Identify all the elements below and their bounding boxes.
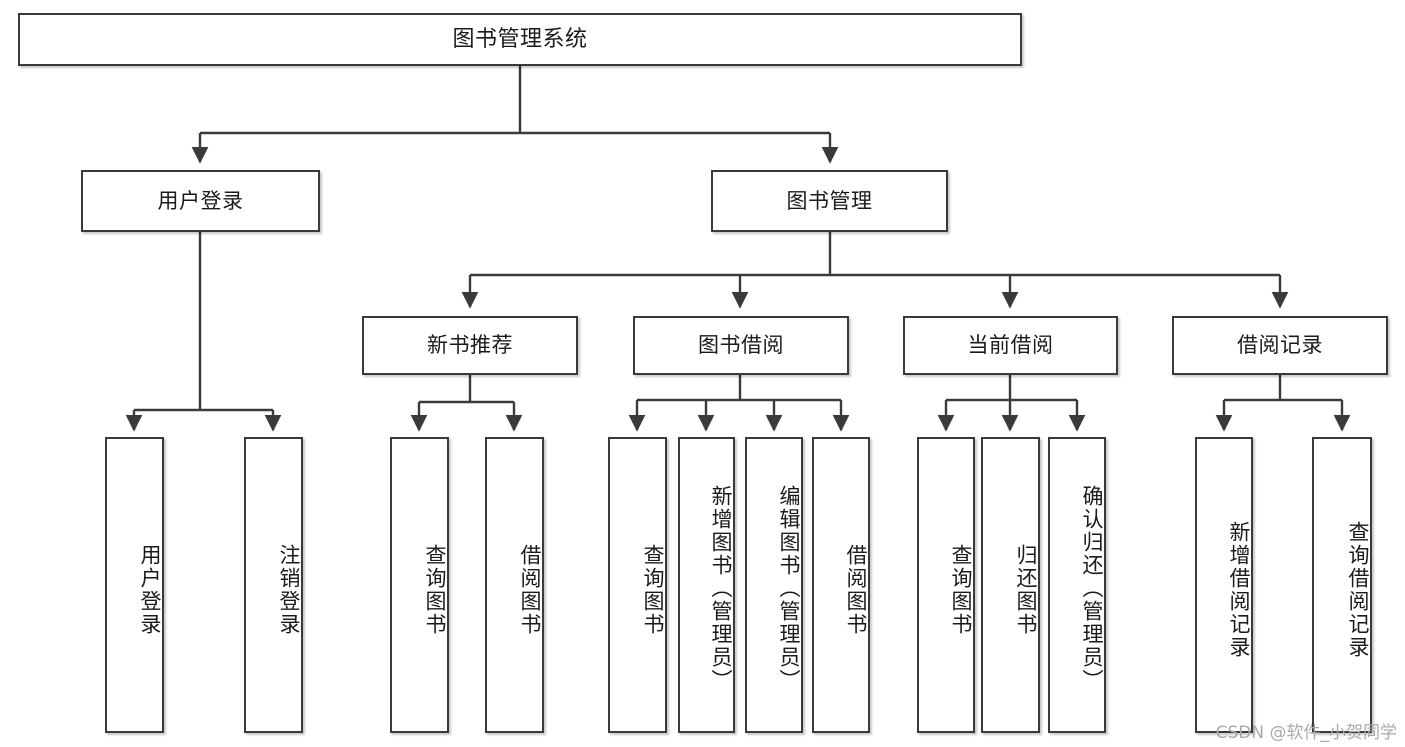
leaf-current-query-book[interactable]: 查询图书 xyxy=(917,437,975,733)
leaf-borrow-query-book[interactable]: 查询图书 xyxy=(608,437,667,733)
leaf-borrow-borrow-book[interactable]: 借阅图书 xyxy=(812,437,870,733)
node-borrow-record[interactable]: 借阅记录 xyxy=(1172,316,1388,375)
leaf-record-add-record[interactable]: 新增借阅记录 xyxy=(1195,437,1253,733)
leaf-user-login-logout[interactable]: 注销登录 xyxy=(244,437,303,733)
leaf-recommend-borrow-book[interactable]: 借阅图书 xyxy=(485,437,544,733)
leaf-user-login-login[interactable]: 用户登录 xyxy=(105,437,164,733)
leaf-borrow-add-book-admin[interactable]: 新增图书（管理员） xyxy=(678,437,735,733)
node-user-login[interactable]: 用户登录 xyxy=(81,170,320,232)
node-book-management[interactable]: 图书管理 xyxy=(711,170,948,232)
node-current-borrow[interactable]: 当前借阅 xyxy=(903,316,1118,375)
leaf-borrow-edit-book-admin[interactable]: 编辑图书（管理员） xyxy=(745,437,803,733)
leaf-record-query-record[interactable]: 查询借阅记录 xyxy=(1312,437,1372,733)
leaf-current-confirm-return-admin[interactable]: 确认归还（管理员） xyxy=(1048,437,1106,733)
leaf-current-return-book[interactable]: 归还图书 xyxy=(981,437,1040,733)
node-new-book-recommend[interactable]: 新书推荐 xyxy=(362,316,578,375)
node-book-borrow[interactable]: 图书借阅 xyxy=(633,316,849,375)
watermark-credit: CSDN @软件_小贺同学 xyxy=(1215,723,1397,743)
leaf-recommend-query-book[interactable]: 查询图书 xyxy=(390,437,449,733)
node-root-system[interactable]: 图书管理系统 xyxy=(18,13,1022,66)
